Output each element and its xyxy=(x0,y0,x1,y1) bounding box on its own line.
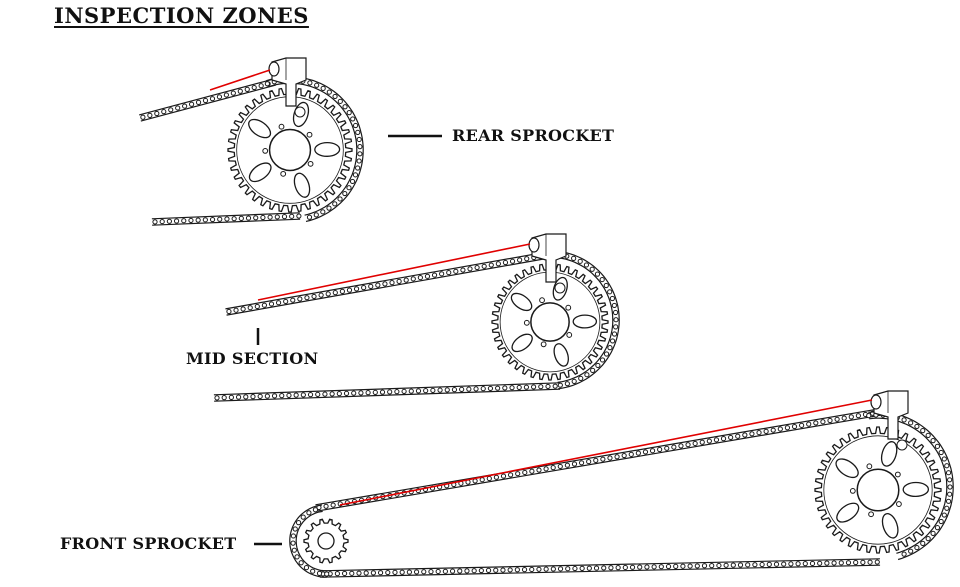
front-lower-chain-run xyxy=(319,558,881,578)
mid-sprocket xyxy=(491,263,609,381)
front-upper-chain-run xyxy=(315,408,883,512)
front-sprocket-view xyxy=(289,390,954,578)
rear-lower-chain-run xyxy=(151,212,302,226)
mid-section-view xyxy=(213,233,620,402)
front-chain-wrap xyxy=(289,504,330,578)
mid-lower-chain-run xyxy=(213,382,561,402)
mid-section-label: MID SECTION xyxy=(186,349,319,368)
front-laser-beam xyxy=(339,399,873,506)
mid-laser-beam xyxy=(257,243,531,301)
front-sprocket xyxy=(303,518,349,564)
page-title: INSPECTION ZONES xyxy=(54,3,309,28)
rear-sprocket-front-view xyxy=(814,426,942,554)
mid-upper-chain-run xyxy=(225,251,551,316)
rear-chain-wrap-front-view xyxy=(866,411,954,561)
front-view-laser-sensor xyxy=(870,390,909,451)
rear-laser-beam xyxy=(209,69,271,91)
rear-sprocket-view xyxy=(139,57,364,226)
rear-sprocket-label: REAR SPROCKET xyxy=(452,126,615,145)
mid-laser-sensor xyxy=(528,233,567,294)
rear-upper-chain-run xyxy=(139,78,276,122)
rear-laser-sensor xyxy=(268,57,307,118)
front-sprocket-label: FRONT SPROCKET xyxy=(60,534,237,553)
